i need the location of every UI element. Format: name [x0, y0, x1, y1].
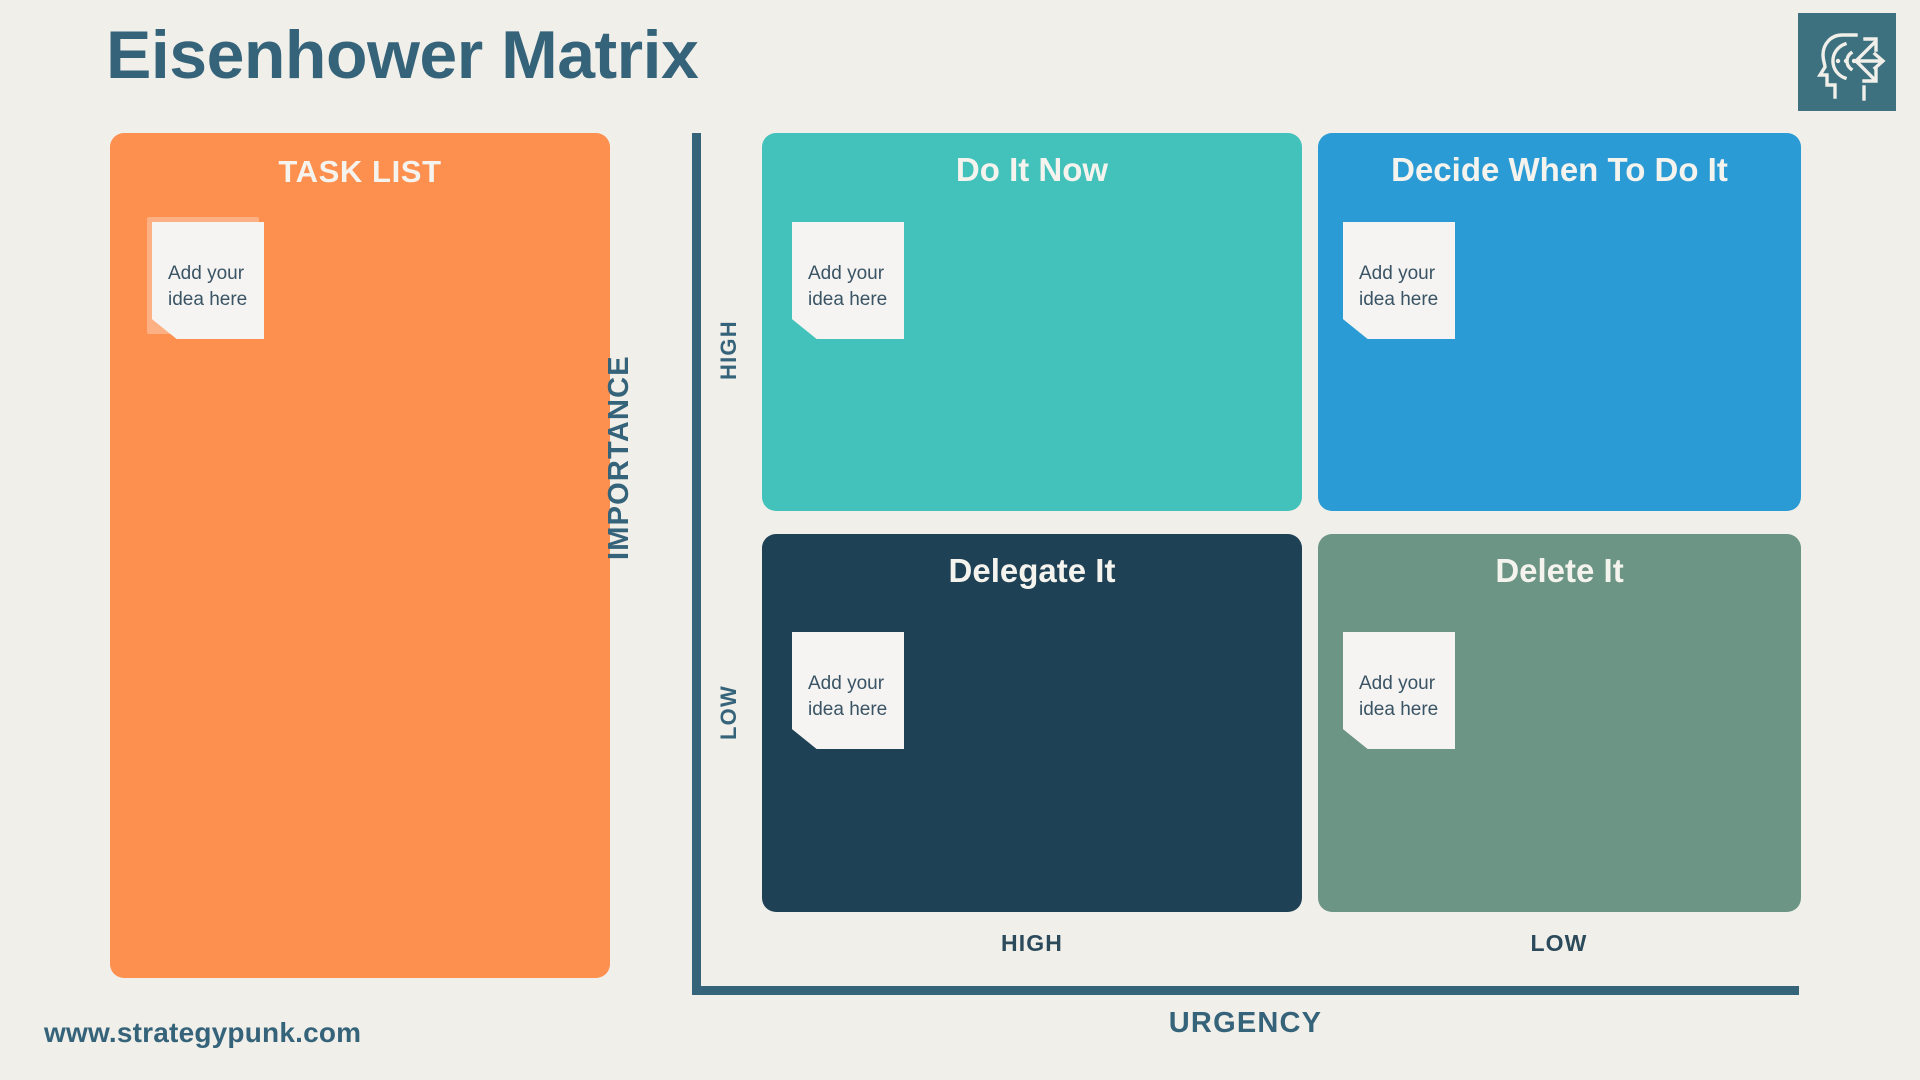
sticky-note-text: Add your idea here: [168, 263, 248, 310]
axis-tick-urgency-high: HIGH: [1001, 930, 1063, 956]
quadrant-title-delegate-it: Delegate It: [948, 552, 1116, 589]
axis-tick-importance-high: HIGH: [716, 320, 741, 380]
sticky-note-text: Add your idea here: [808, 673, 888, 720]
brand-logo[interactable]: [1798, 13, 1896, 111]
axis-vertical-line: [692, 133, 701, 995]
sticky-note-task-list[interactable]: Add your idea here: [152, 222, 264, 339]
sticky-note-text: Add your idea here: [1359, 673, 1439, 720]
axis-horizontal-line: [692, 986, 1799, 995]
sticky-note-text: Add your idea here: [808, 263, 888, 310]
axis-tick-importance-low: LOW: [716, 685, 741, 740]
quadrant-title-decide-when-to-do-it: Decide When To Do It: [1391, 151, 1728, 188]
head-strategy-arrows-icon: [1816, 33, 1886, 101]
sticky-note-delegate-it[interactable]: Add your idea here: [792, 632, 904, 749]
sticky-note-decide-when-to-do-it[interactable]: Add your idea here: [1343, 222, 1455, 339]
quadrant-title-delete-it: Delete It: [1495, 552, 1624, 589]
footer-website-url[interactable]: www.strategypunk.com: [44, 1017, 362, 1048]
axis-label-importance: IMPORTANCE: [603, 355, 635, 560]
quadrant-title-do-it-now: Do It Now: [955, 151, 1109, 188]
task-list-title: TASK LIST: [278, 154, 442, 189]
axis-label-urgency: URGENCY: [1168, 1007, 1323, 1039]
thought-dots-icon: [1835, 58, 1857, 64]
sticky-note-do-it-now[interactable]: Add your idea here: [792, 222, 904, 339]
sticky-note-delete-it[interactable]: Add your idea here: [1343, 632, 1455, 749]
page-title: Eisenhower Matrix: [106, 17, 699, 93]
axis-tick-urgency-low: LOW: [1530, 930, 1588, 956]
sticky-note-text: Add your idea here: [1359, 263, 1439, 310]
